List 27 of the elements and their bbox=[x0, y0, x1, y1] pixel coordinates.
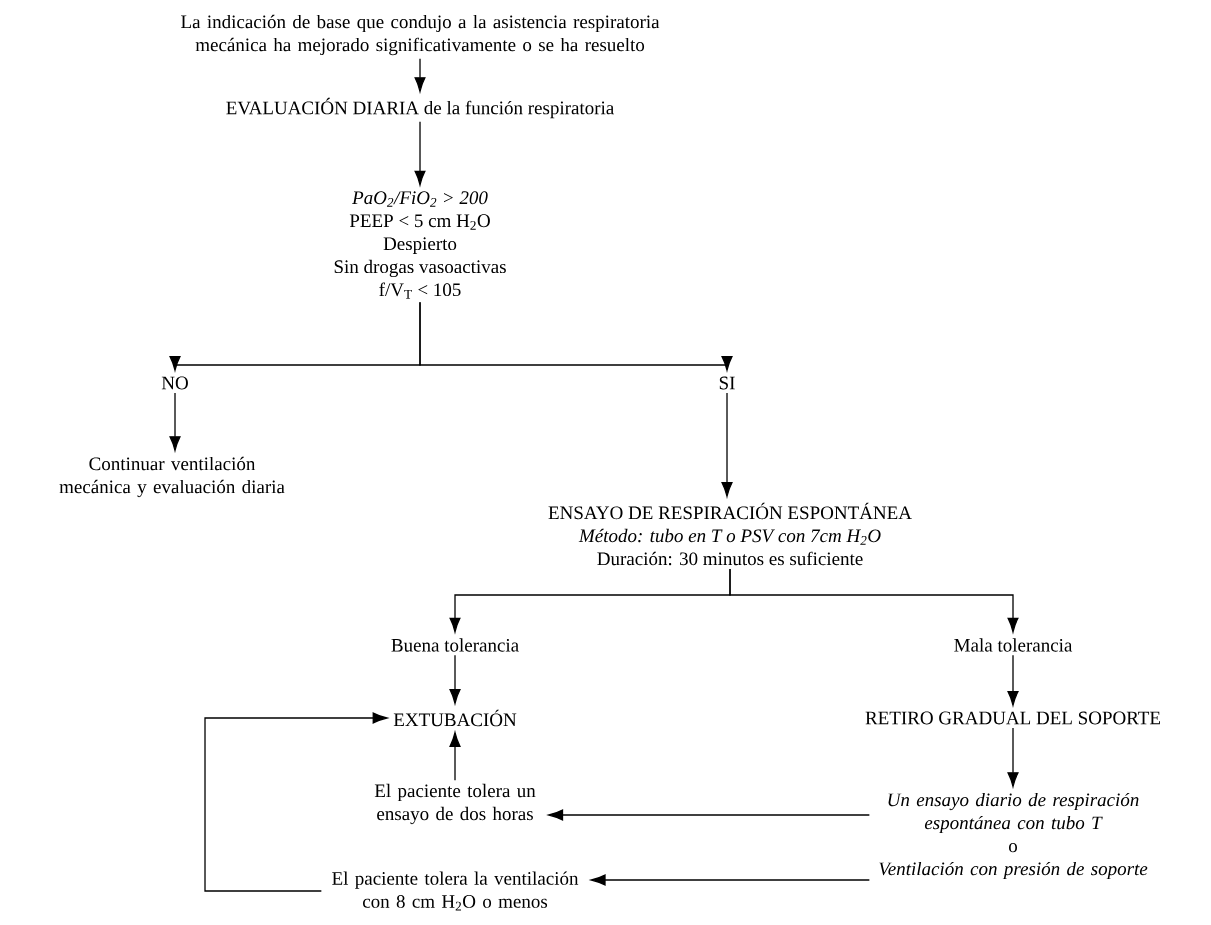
arrow bbox=[204, 712, 388, 892]
step-text: SI bbox=[719, 376, 735, 390]
arrow bbox=[449, 654, 461, 704]
step-text: Un ensayo diario de respiración espontánea con tubo T o Ventilación con presión de soporte bbox=[879, 792, 1148, 880]
arrow bbox=[169, 392, 181, 451]
arrow bbox=[414, 58, 426, 92]
step-text: EVALUACIÓN DIARIA de la función respiratoria bbox=[226, 97, 614, 119]
arrow bbox=[1007, 654, 1019, 706]
arrow bbox=[729, 568, 1019, 633]
arrow bbox=[419, 301, 733, 371]
arrow bbox=[590, 874, 870, 886]
arrow bbox=[548, 809, 870, 821]
arrow bbox=[1007, 727, 1019, 788]
step-text: EXTUBACIÓN bbox=[393, 709, 517, 727]
step-text: Buena tolerancia bbox=[391, 638, 519, 652]
step-text: La indicación de base que condujo a la asistencia respiratoria mecánica ha mejorado significativamente o se ha resuelto bbox=[181, 14, 660, 56]
step-text: PaO$_{2}$/FiO$_{2}$ > 200 PEEP < 5 cm H$_{2}$O Despierto Sin drogas vasoactivas f/V$_{T}$ < 105 bbox=[334, 191, 506, 299]
step-text: El paciente tolera la ventilación con 8 cm H$_{2}$O o menos bbox=[332, 871, 579, 911]
arrow bbox=[721, 392, 733, 497]
step-text: ENSAYO DE RESPIRACIÓN ESPONTÁNEA Método: tubo en T o PSV con 7cm H$_{2}$O Duración: 30 minutos es suficiente bbox=[548, 502, 912, 566]
step-text: Mala tolerancia bbox=[954, 638, 1073, 652]
step-text: NO bbox=[161, 376, 188, 390]
step-text: Continuar ventilación mecánica y evaluación diaria bbox=[59, 456, 285, 498]
arrow bbox=[449, 732, 461, 781]
arrow bbox=[414, 121, 426, 186]
step-text: RETIRO GRADUAL DEL SOPORTE bbox=[865, 711, 1161, 725]
step-text: El paciente tolera un ensayo de dos horas bbox=[374, 783, 536, 825]
